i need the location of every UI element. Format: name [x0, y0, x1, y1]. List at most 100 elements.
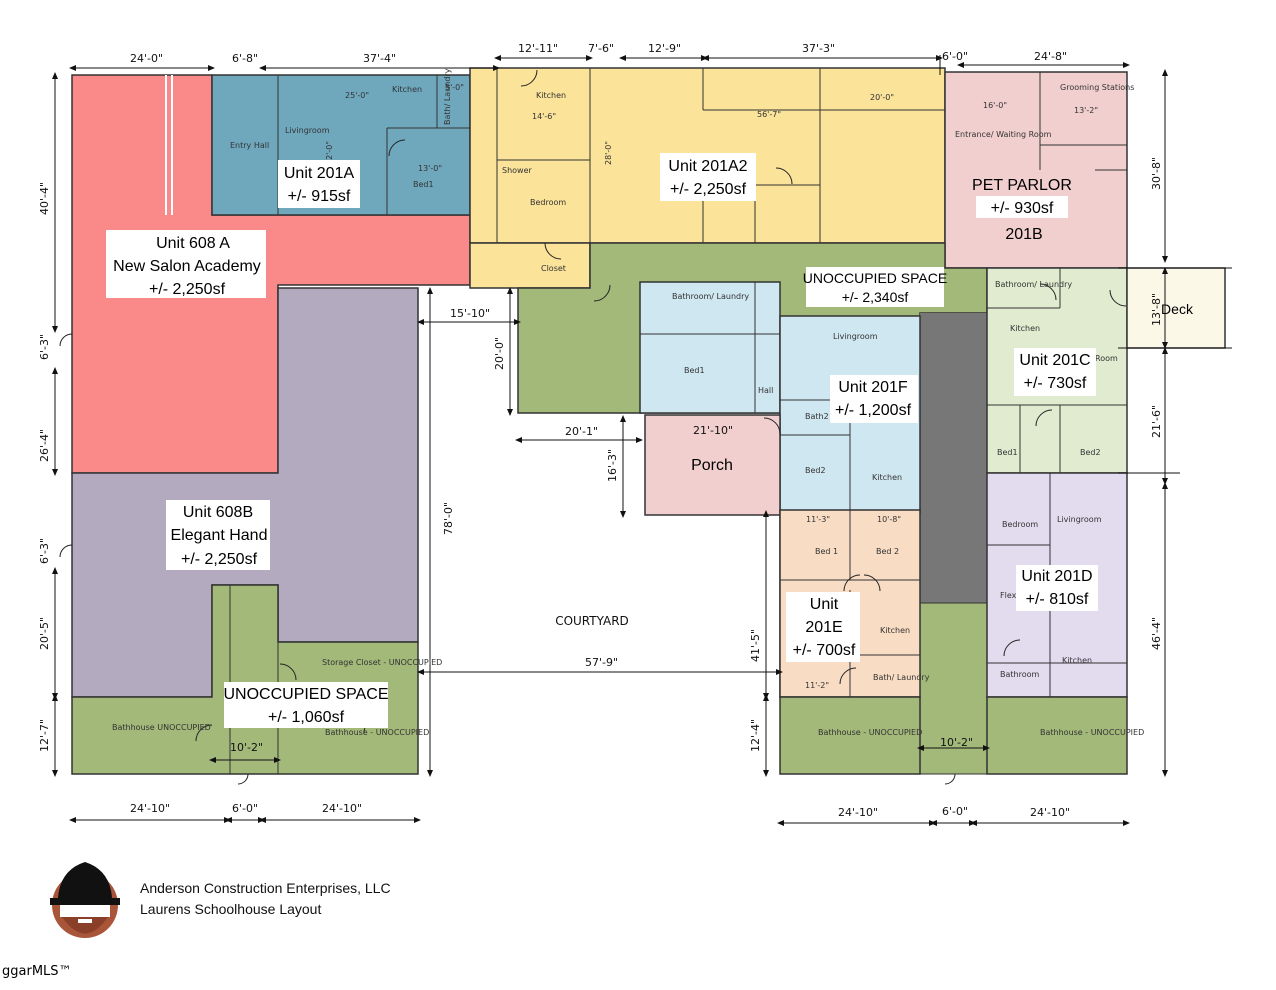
dim-top-7: 37'-3"	[802, 42, 835, 55]
unit-201c-name: Unit 201C	[1019, 352, 1090, 369]
room-storage-closet: Storage Closet - UNOCCUPIED	[322, 658, 442, 667]
room-kitchen-201a: Kitchen	[392, 85, 422, 94]
dim-20-0: 20'-0"	[493, 337, 506, 370]
unit-201a2-name: Unit 201A2	[668, 158, 747, 175]
dim-13-0: 13'-0"	[418, 164, 442, 173]
room-closet-201a2: Closet	[541, 264, 566, 273]
room-kitchen-201c: Kitchen	[1010, 324, 1040, 333]
room-bathroom-laundry-201c: Bathroom/ Laundry	[995, 280, 1072, 289]
dim-bot-1: 24'-10"	[130, 802, 170, 815]
company-logo	[50, 862, 120, 938]
unit-608a-tenant: New Salon Academy	[113, 258, 261, 275]
unit-201b-name: PET PARLOR	[972, 177, 1072, 194]
room-bed2-201c: Bed2	[1080, 448, 1101, 457]
dim-20-0-inner: 20'-0"	[870, 93, 894, 102]
company-name: Anderson Construction Enterprises, LLC	[140, 880, 391, 896]
unit-201b	[944, 71, 1128, 269]
dim-13-2: 13'-2"	[1074, 106, 1098, 115]
unit-201a-area: +/- 915sf	[288, 188, 351, 205]
footer: Anderson Construction Enterprises, LLC L…	[140, 878, 391, 920]
unit-201a2-area: +/- 2,250sf	[670, 181, 747, 198]
dim-bot-6: 24'-10"	[1030, 806, 1070, 819]
dim-top-4: 12'-11"	[518, 42, 558, 55]
unit-608b-name: Unit 608B	[183, 504, 253, 521]
room-shower: Shower	[502, 166, 533, 175]
mls-brand: ggarMLS™	[2, 964, 72, 979]
dim-top-1: 24'-0"	[130, 52, 163, 65]
room-bath2-201f: Bath2	[805, 412, 829, 421]
room-livingroom-201a: Livingroom	[285, 126, 330, 135]
dim-16-3: 16'-3"	[606, 449, 619, 482]
dim-11-3: 11'-3"	[806, 515, 830, 524]
dim-15-10: 15'-10"	[450, 307, 490, 320]
door-swings	[59, 69, 1127, 785]
deck-area	[1126, 267, 1226, 349]
dim-bot-4: 24'-10"	[838, 806, 878, 819]
unit-608a-area: +/- 2,250sf	[149, 281, 226, 298]
room-kitchen-201f: Kitchen	[872, 473, 902, 482]
unit-608b-tenant: Elegant Hand	[171, 527, 268, 544]
room-bed1-201e: Bed 1	[815, 547, 838, 556]
dim-78-0: 78'-0"	[442, 502, 455, 535]
room-livingroom-201d: Livingroom	[1057, 515, 1102, 524]
room-kitchen-201a2: Kitchen	[536, 91, 566, 100]
unit-201a-name: Unit 201A	[284, 165, 355, 182]
dim-right-1: 30'-8"	[1150, 157, 1163, 190]
dim-10-2-right: 10'-2"	[940, 736, 973, 749]
unit-201e-name-1: Unit	[810, 596, 839, 613]
dim-10-2-left: 10'-2"	[230, 741, 263, 754]
room-bed1-201c: Bed1	[997, 448, 1018, 457]
dim-28-0: 28'-0"	[604, 141, 613, 165]
unoccupied-left-name: UNOCCUPIED SPACE	[223, 686, 388, 703]
dim-22-0: 22'-0"	[325, 141, 334, 165]
porch-shape	[644, 414, 781, 516]
room-bed2-201f: Bed2	[805, 466, 826, 475]
room-bath-laundry-201a: Bath/ Laundry	[443, 68, 452, 125]
dimension-lines	[52, 55, 1232, 826]
dim-14-6: 14'-6"	[532, 112, 556, 121]
unit-201e-name-2: 201E	[805, 619, 842, 636]
unit-608a-name: Unit 608 A	[156, 235, 230, 252]
unit-201d-area: +/- 810sf	[1026, 591, 1089, 608]
dim-left-3: 26'-4"	[38, 429, 51, 462]
dim-bot-2: 6'-0"	[232, 802, 258, 815]
dim-left-6: 12'-7"	[38, 719, 51, 752]
dim-20-1: 20'-1"	[565, 425, 598, 438]
room-room-201c: Room	[1095, 354, 1118, 363]
dim-56-7: 56'-7"	[757, 110, 781, 119]
room-bedroom-201d: Bedroom	[1002, 520, 1038, 529]
room-bathroom-201d: Bathroom	[1000, 670, 1040, 679]
dim-left-1: 40'-4"	[38, 182, 51, 215]
dim-right-3: 21'-6"	[1150, 405, 1163, 438]
room-bathhouse-right: Bathhouse - UNOCCUPIED	[1040, 728, 1144, 737]
dim-top-6: 12'-9"	[648, 42, 681, 55]
room-bathhouse-left: Bathhouse UNOCCUPIED	[112, 723, 211, 732]
unoccupied-center-name: UNOCCUPIED SPACE	[803, 270, 947, 286]
room-flex-201d: Flex	[1000, 591, 1017, 600]
dim-10-8: 10'-8"	[877, 515, 901, 524]
room-bathroom-laundry-201f: Bathroom/ Laundry	[672, 292, 749, 301]
room-bed1-201a: Bed1	[413, 180, 434, 189]
dim-left-4: 6'-3"	[38, 538, 51, 564]
dim-bot-5: 6'-0"	[942, 805, 968, 818]
unoccupied-left-area: +/- 1,060sf	[268, 709, 345, 726]
dim-top-5: 7'-6"	[588, 42, 614, 55]
dim-right-2: 13'-8"	[1150, 293, 1163, 326]
unit-201b-area: +/- 930sf	[991, 200, 1054, 217]
room-bathhouse-center: Bathhouse - UNOCCUPIED	[818, 728, 922, 737]
room-livingroom-201f: Livingroom	[833, 332, 878, 341]
unit-201e-area: +/- 700sf	[793, 642, 856, 659]
deck-label: Deck	[1161, 301, 1194, 317]
dim-top-2: 6'-8"	[232, 52, 258, 65]
unit-608b-area: +/- 2,250sf	[181, 551, 258, 568]
room-grooming: Grooming Stations	[1060, 83, 1134, 92]
project-name: Laurens Schoolhouse Layout	[140, 901, 322, 917]
porch-label: Porch	[691, 457, 733, 474]
courtyard-label: COURTYARD	[555, 614, 629, 628]
room-entry-hall: Entry Hall	[230, 141, 269, 150]
bottom-right-bathhouses	[779, 696, 1128, 775]
room-bath-laundry-201e: Bath/ Laundry	[873, 673, 930, 682]
dim-16-0: 16'-0"	[983, 101, 1007, 110]
dim-21-10: 21'-10"	[693, 424, 733, 437]
